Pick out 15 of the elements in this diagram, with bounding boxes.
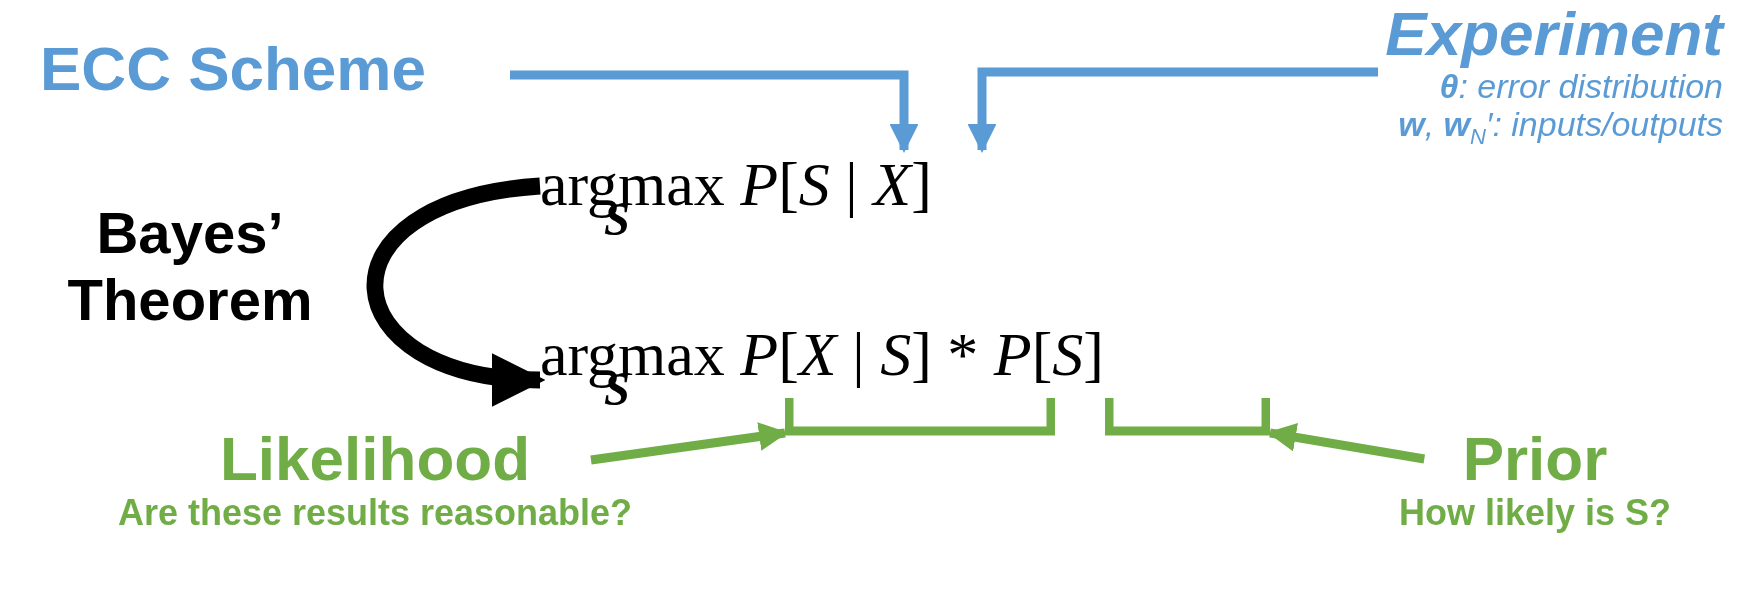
parameter-note: θ: error distribution bbox=[1439, 68, 1723, 106]
question-text: Are these results reasonable? bbox=[117, 493, 633, 533]
parameter-note: w, w$_{N}$′: inputs/outputs bbox=[1398, 105, 1723, 149]
bracket-mark bbox=[785, 398, 1055, 436]
prior-heading: Prior bbox=[1462, 425, 1608, 494]
experiment-heading: Experiment bbox=[1385, 0, 1723, 69]
arrow bbox=[967, 67, 1378, 153]
scheme-label: ECC Scheme bbox=[40, 35, 510, 115]
arrow bbox=[510, 70, 919, 153]
arrow bbox=[590, 422, 788, 465]
bracket-mark bbox=[1105, 398, 1270, 436]
curved-arrow bbox=[366, 177, 546, 404]
likelihood-heading: Likelihood bbox=[220, 425, 530, 494]
arrow bbox=[1267, 423, 1426, 464]
question-text: How likely is S? bbox=[1398, 493, 1672, 533]
